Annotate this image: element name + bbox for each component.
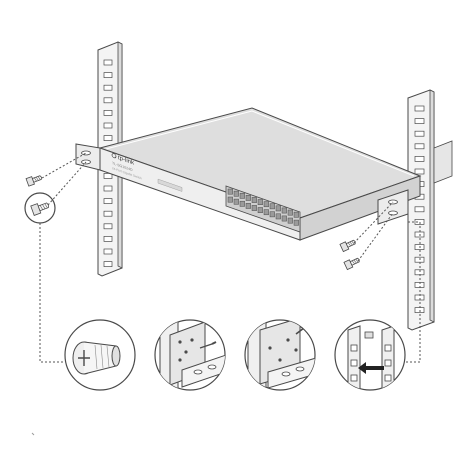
ethernet-port <box>263 201 269 208</box>
switch-top-highlight <box>105 110 415 177</box>
ethernet-port <box>251 197 257 203</box>
rail-hole <box>103 122 113 129</box>
left-rail-holes <box>103 59 113 267</box>
ethernet-port <box>263 209 269 216</box>
ethernet-port <box>227 188 233 195</box>
rail-hole <box>414 168 425 175</box>
right-rack-rail <box>407 89 453 331</box>
ethernet-port <box>227 196 233 203</box>
ethernet-port <box>245 203 251 209</box>
ethernet-port <box>251 205 257 211</box>
screw-right-lower <box>343 257 360 271</box>
screw-top-left <box>25 175 42 187</box>
rail-hole <box>103 173 113 179</box>
rail-hole <box>103 261 113 267</box>
rail-hole <box>414 219 425 225</box>
guide-screw-to-ear-top <box>41 152 87 179</box>
guide-screw-to-ear-bottom <box>47 161 87 206</box>
ethernet-port <box>281 215 287 222</box>
ethernet-port <box>287 217 293 224</box>
ethernet-port <box>245 195 251 201</box>
guide-left-to-closeup <box>39 223 65 363</box>
guide-right-to-closeup <box>405 221 421 363</box>
rail-hole <box>414 156 425 162</box>
led-panel <box>157 178 183 192</box>
insert-arrow-icon <box>358 362 384 374</box>
ethernet-port <box>275 213 281 220</box>
ethernet-port <box>281 207 287 214</box>
rail-hole <box>103 236 113 242</box>
ethernet-port <box>275 205 281 212</box>
screw-right-upper <box>339 239 356 253</box>
right-mounting-ear <box>377 189 409 225</box>
ethernet-port <box>269 203 275 210</box>
ethernet-port <box>269 211 275 218</box>
left-mounting-ear <box>75 143 101 171</box>
right-ear-hole-bottom <box>388 210 398 216</box>
rail-hole <box>414 118 425 124</box>
rail-hole <box>103 210 113 217</box>
ethernet-port <box>293 211 299 218</box>
rail-hole <box>103 135 113 141</box>
rail-hole <box>103 59 113 66</box>
rail-hole <box>414 206 425 213</box>
network-switch: tp-link TL-SG1024D 24-Port Gigabit Switc… <box>75 107 422 241</box>
right-rail-flange <box>433 140 453 184</box>
ethernet-port <box>287 209 293 216</box>
rail-hole <box>103 97 113 104</box>
port-block <box>225 185 301 233</box>
ethernet-port <box>239 192 245 199</box>
rail-hole <box>103 110 113 116</box>
rail-hole <box>103 84 113 91</box>
switch-side-face <box>299 175 421 241</box>
stray-mark <box>31 432 35 436</box>
brand-logo-icon <box>111 153 117 159</box>
left-ear-hole-top <box>81 150 91 156</box>
ethernet-port <box>239 200 245 207</box>
rail-hole <box>414 105 425 112</box>
ethernet-port <box>257 207 263 213</box>
guide-lines <box>39 152 421 363</box>
closeup-screw <box>64 319 136 391</box>
screw-icon <box>24 192 56 224</box>
model-name: TL-SG1024D <box>112 161 133 172</box>
closeup-cage-nut <box>334 319 406 391</box>
ethernet-port <box>233 190 239 197</box>
rail-hole <box>414 143 425 150</box>
right-rail-side <box>429 89 435 323</box>
rail-hole <box>103 185 113 192</box>
rail-hole <box>103 248 113 255</box>
guide-screw-to-right-ear-top <box>353 201 394 244</box>
rail-hole <box>103 223 113 230</box>
closeup-bracket-left <box>154 319 226 391</box>
rail-hole <box>103 198 113 204</box>
ethernet-port <box>293 219 299 226</box>
guide-screw-to-right-ear-bottom <box>357 212 394 262</box>
ethernet-port <box>233 198 239 205</box>
rail-hole <box>103 72 113 78</box>
closeup-bracket-right <box>244 319 316 391</box>
ethernet-port <box>257 199 263 205</box>
rail-hole <box>414 130 425 137</box>
